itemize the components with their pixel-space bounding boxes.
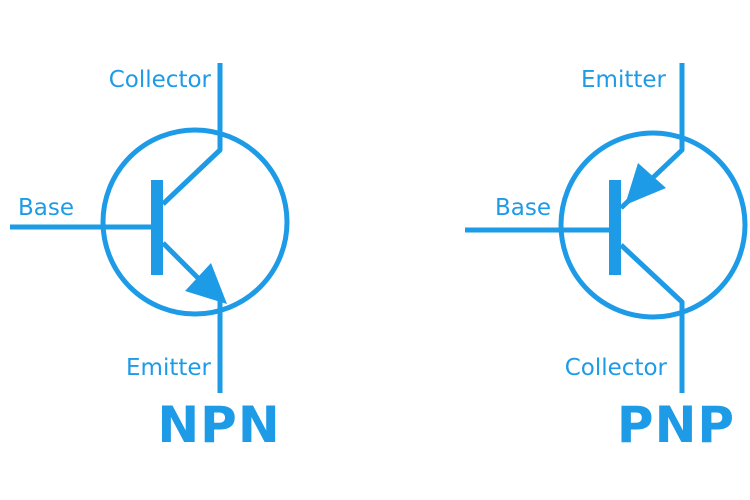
pnp-collector-label: Collector <box>565 355 668 381</box>
npn-type-label: NPN <box>157 396 280 454</box>
npn-base-plate <box>151 180 163 275</box>
npn-envelope-circle <box>100 127 290 317</box>
pnp-type-label: PNP <box>617 396 735 454</box>
pnp-emitter-label: Emitter <box>581 67 667 93</box>
pnp-base-plate <box>609 180 621 275</box>
npn-base-label: Base <box>18 195 74 221</box>
pnp-emitter-arrow-icon <box>625 163 666 205</box>
pnp-collector-lead <box>619 243 685 393</box>
npn-collector-lead <box>161 63 223 206</box>
npn-emitter-label: Emitter <box>126 355 212 381</box>
pnp-symbol: Emitter Base Collector PNP <box>465 63 748 454</box>
pnp-base-label: Base <box>495 195 551 221</box>
npn-collector-label: Collector <box>109 67 212 93</box>
pnp-envelope-circle <box>558 130 748 320</box>
npn-emitter-arrow-icon <box>185 263 227 304</box>
npn-symbol: Collector Base Emitter NPN <box>10 63 290 454</box>
